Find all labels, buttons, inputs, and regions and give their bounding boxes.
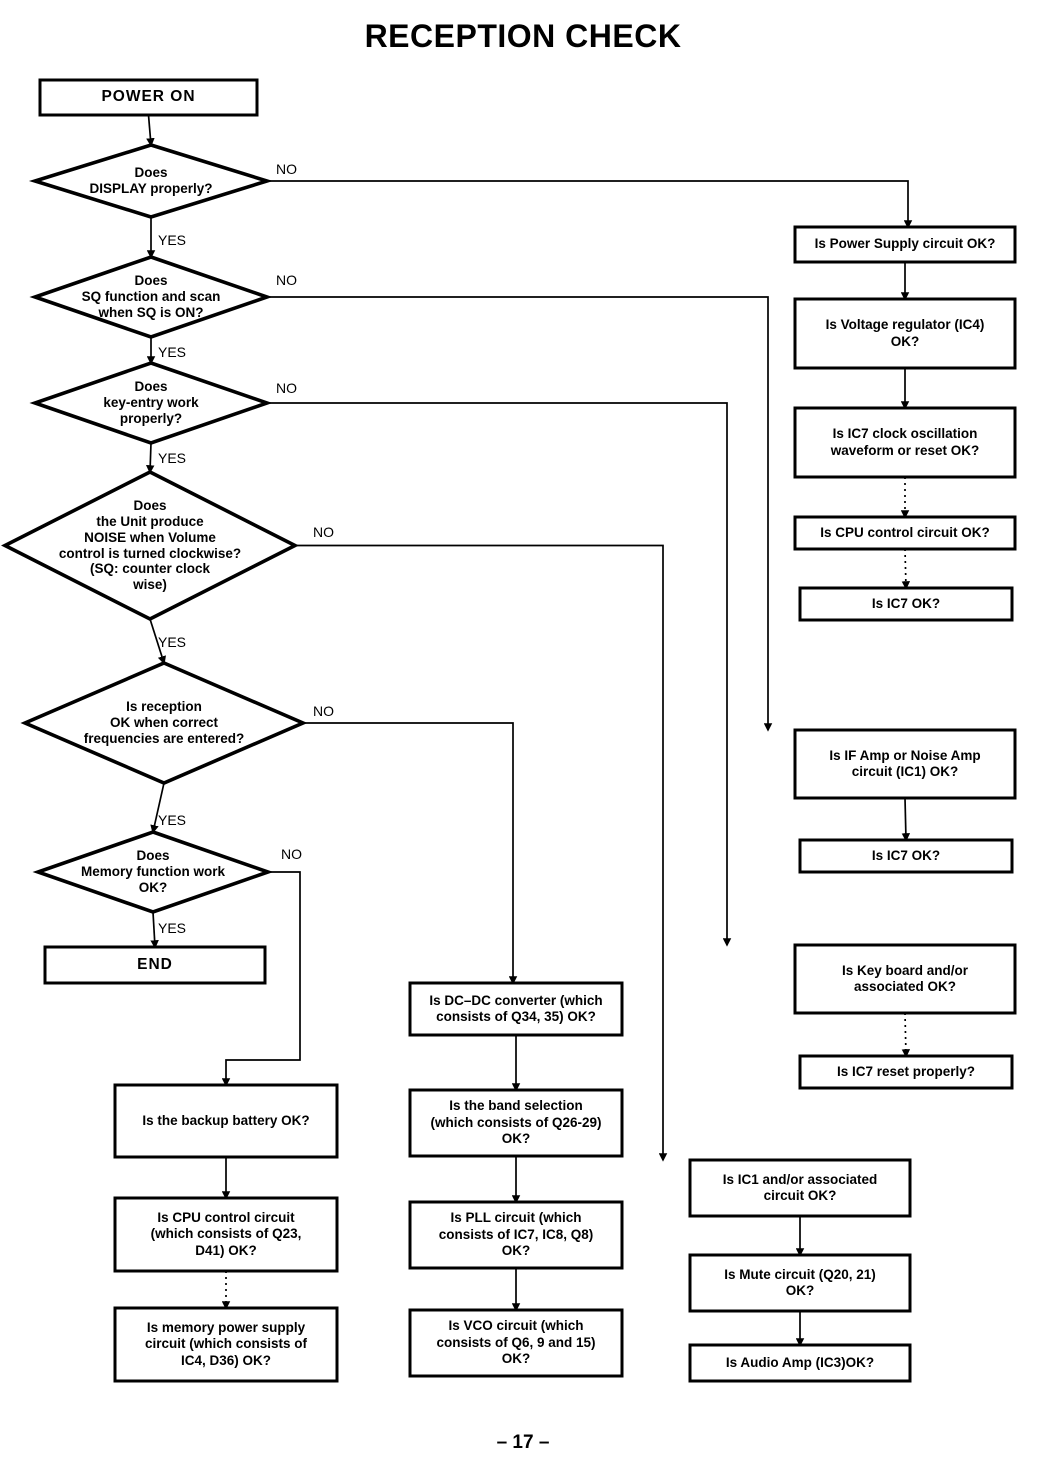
connector-spine-4 — [149, 618, 166, 665]
connector-keyboard-ic7reset — [901, 1012, 911, 1058]
edge-label-yes-noise: YES — [158, 634, 187, 650]
node-b-audio-amp[interactable] — [688, 1343, 912, 1383]
node-q-reception[interactable] — [20, 661, 308, 785]
node-b-ic7-ok-2[interactable] — [798, 838, 1014, 874]
node-b-backup-batt[interactable] — [113, 1083, 339, 1159]
edge-label-no-sq: NO — [276, 272, 297, 288]
connector-noise-no — [295, 544, 668, 1162]
connector-right-chain-3 — [901, 548, 911, 590]
connector-reception-no — [303, 722, 518, 985]
connector-spine-5 — [150, 782, 165, 834]
node-b-mem-psu[interactable] — [113, 1306, 339, 1383]
edge-label-yes-keyentry: YES — [158, 450, 187, 466]
edge-label-yes-memory: YES — [158, 920, 187, 936]
node-b-ic7-clock[interactable] — [793, 406, 1017, 479]
node-b-band-sel[interactable] — [408, 1088, 624, 1158]
node-b-power-supply[interactable] — [793, 225, 1017, 264]
connector-memory-no — [221, 871, 301, 1087]
edge-label-no-noise: NO — [313, 524, 334, 540]
edge-label-no-keyentry: NO — [276, 380, 297, 396]
node-q-display[interactable] — [28, 143, 274, 219]
node-b-voltage-reg[interactable] — [793, 297, 1017, 370]
connector-spine-6 — [150, 911, 159, 949]
node-end[interactable] — [43, 945, 267, 985]
edge-label-yes-display: YES — [158, 232, 187, 248]
node-b-vco[interactable] — [408, 1308, 624, 1378]
page-number: – 17 – — [496, 1432, 550, 1453]
node-b-ic7-reset[interactable] — [798, 1054, 1014, 1090]
node-q-keyentry[interactable] — [29, 361, 273, 445]
page-title: RECEPTION CHECK — [364, 18, 682, 54]
node-b-mute[interactable] — [688, 1253, 912, 1313]
node-b-cpu-ctrl-l[interactable] — [113, 1196, 339, 1273]
connector-ifamp-ic7 — [901, 797, 911, 842]
connector-keyentry-no — [267, 402, 732, 947]
node-b-ic7-ok-1[interactable] — [798, 586, 1014, 622]
node-b-cpu-ctrl-r[interactable] — [793, 515, 1017, 551]
edge-label-yes-sq: YES — [158, 344, 187, 360]
edge-label-no-display: NO — [276, 161, 297, 177]
edge-label-yes-reception: YES — [158, 812, 187, 828]
node-b-ic1-assoc[interactable] — [688, 1158, 912, 1218]
connector-sq-no — [267, 296, 773, 732]
edge-label-no-reception: NO — [313, 703, 334, 719]
node-b-keyboard[interactable] — [793, 943, 1017, 1015]
node-q-memory[interactable] — [32, 830, 274, 914]
connector-display-no — [267, 180, 913, 229]
node-b-pll[interactable] — [408, 1200, 624, 1270]
node-b-dcdc[interactable] — [408, 981, 624, 1037]
node-power-on[interactable] — [38, 78, 259, 117]
connector-spine-0 — [146, 114, 155, 147]
edge-label-no-memory: NO — [281, 846, 302, 862]
connector-spine-3 — [145, 442, 155, 474]
node-b-if-amp[interactable] — [793, 728, 1017, 800]
node-q-noise[interactable] — [1, 469, 299, 622]
node-q-sq[interactable] — [29, 255, 273, 339]
